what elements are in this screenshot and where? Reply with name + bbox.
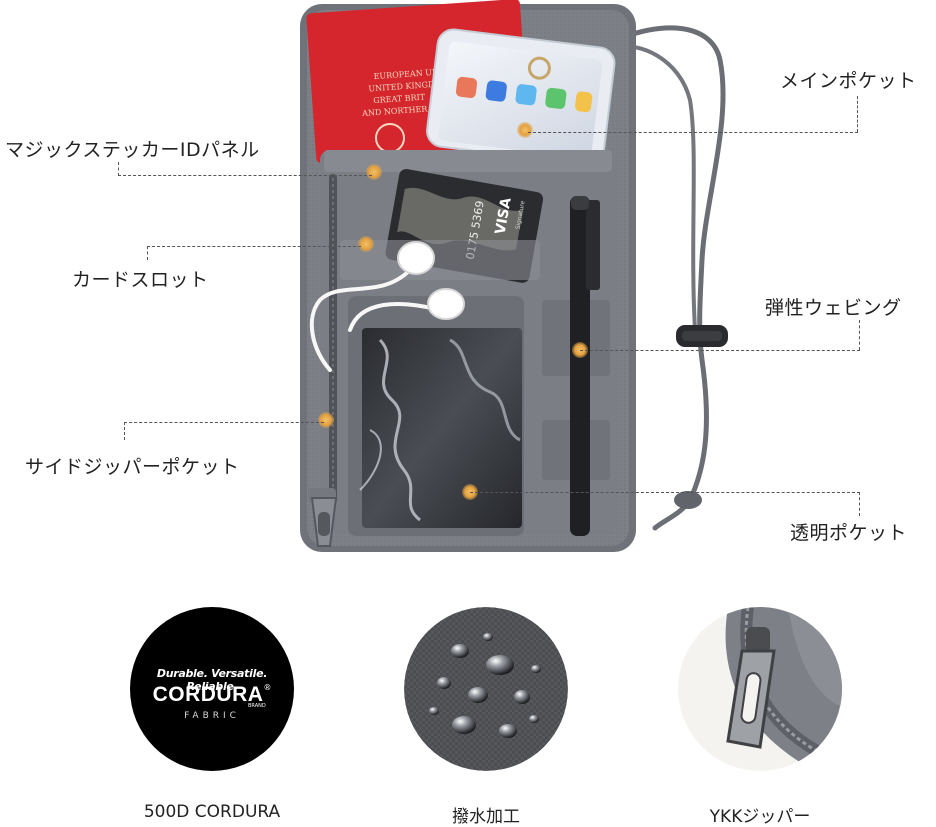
callout-main-pocket: メインポケット xyxy=(780,70,917,92)
zipper-pull xyxy=(308,488,338,547)
leader-line-velcro-panel xyxy=(118,162,119,176)
smartphone xyxy=(426,28,616,166)
callout-velcro-id-panel: マジックステッカーIDパネル xyxy=(5,139,260,161)
indicator-dot-main-pocket xyxy=(517,122,533,138)
indicator-dot-velcro-panel xyxy=(366,164,382,180)
leader-line-clear-pocket xyxy=(470,492,860,493)
caption-water-repellent: 撥水加工 xyxy=(452,807,520,827)
cordura-brand-small: BRAND xyxy=(248,703,266,709)
callout-elastic-webbing: 弾性ウェビング xyxy=(765,297,902,319)
cordura-brand: CORDURA xyxy=(152,683,264,706)
cordura-registered-mark: ® xyxy=(263,683,272,692)
caption-ykk-zipper: YKKジッパー xyxy=(709,807,811,827)
water-droplets xyxy=(429,633,541,738)
cord-knot xyxy=(674,491,702,509)
indicator-dot-side-zipper xyxy=(318,412,334,428)
feature-ykk-zipper xyxy=(678,607,842,771)
feature-water-repellent xyxy=(404,607,568,771)
callout-clear-pocket: 透明ポケット xyxy=(790,522,908,544)
svg-text:GREAT BRIT: GREAT BRIT xyxy=(373,93,426,106)
earphones xyxy=(309,268,442,372)
leader-line-side-zipper xyxy=(124,422,125,440)
neck-pouch-product-image: EUROPEAN UNI UNITED KINGD GREAT BRIT AND… xyxy=(300,0,728,552)
pen xyxy=(570,196,600,536)
svg-text:Signature: Signature xyxy=(515,200,527,230)
callout-side-zipper-pocket: サイドジッパーポケット xyxy=(25,456,240,478)
caption-cordura: 500D CORDURA xyxy=(143,802,281,822)
leader-line-card-slot xyxy=(147,246,148,260)
svg-text:VISA: VISA xyxy=(493,196,515,235)
feature-cordura-logo: Durable. Versatile. Reliable. CORDURA® B… xyxy=(130,607,294,771)
zipper-pull-closeup xyxy=(726,627,776,749)
cordura-fabric: FABRIC xyxy=(184,711,240,721)
card-slot xyxy=(340,240,540,280)
cordura-tagline: Durable. Versatile. Reliable. xyxy=(156,667,268,693)
clear-pocket-window xyxy=(362,328,522,528)
callout-card-slot: カードスロット xyxy=(72,269,209,291)
leader-line-main-pocket xyxy=(528,132,858,133)
leader-line-elastic-webbing xyxy=(580,350,860,351)
indicator-dot-card-slot xyxy=(358,236,374,252)
